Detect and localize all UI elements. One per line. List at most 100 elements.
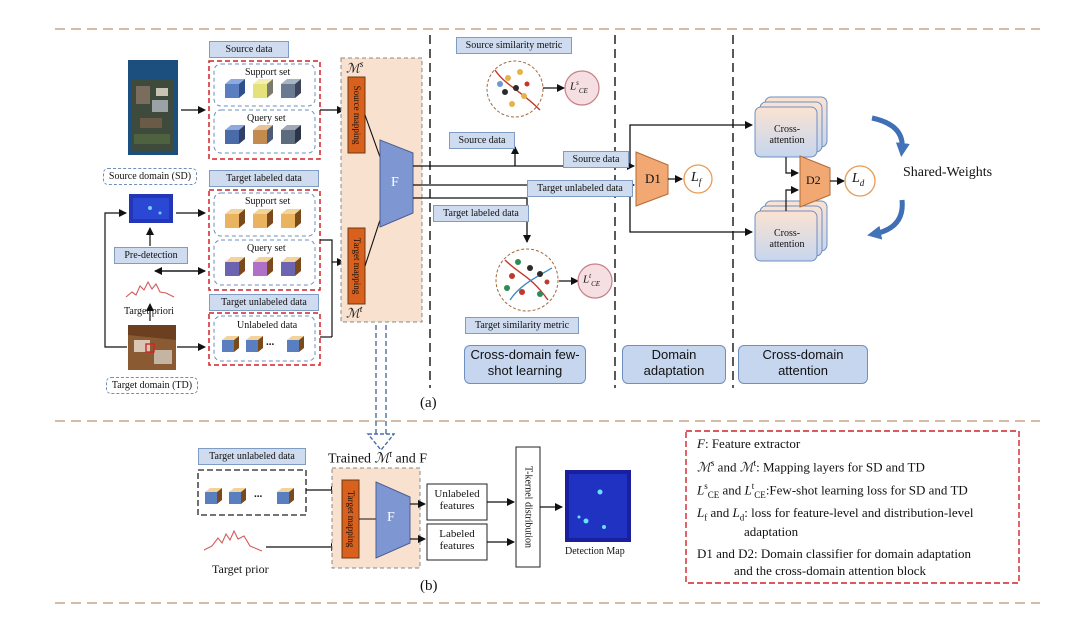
- detection-map-image: [565, 470, 631, 542]
- d2-label: D2: [806, 173, 821, 187]
- shared-arrow-bottom: [867, 199, 905, 240]
- ca-top-to-d2: [785, 157, 799, 177]
- source-metric-title: Source similarity metric: [456, 37, 572, 54]
- target-metric-circle: [495, 248, 559, 312]
- ca-bottom-stack: [754, 200, 828, 262]
- target-domain-image: [128, 325, 176, 370]
- bottom-feature-extractor-F: [375, 481, 411, 559]
- bottom-prior-curve: [203, 529, 263, 552]
- target-prior-label: Target prior: [212, 562, 269, 576]
- source-query-cubes: [225, 125, 301, 144]
- source-hsi-image: [128, 60, 178, 155]
- source-support-cubes: [225, 79, 301, 98]
- bottom-unlabeled-title: Target unlabeled data: [198, 448, 306, 465]
- target-labeled-label: Target labeled data: [209, 170, 319, 187]
- d1-label: D1: [645, 171, 661, 186]
- legend-lfd-2: adaptation: [744, 524, 799, 539]
- shared-arrow-top: [871, 115, 910, 157]
- target-priori-curve: [125, 280, 175, 298]
- mt-label: ℳt: [346, 304, 363, 321]
- F-label: F: [391, 175, 399, 190]
- bottom-target-mapping-text: Target mapping: [345, 490, 356, 548]
- unlabeled-data-label: Unlabeled data: [237, 320, 298, 331]
- unlabeled-features-label: Unlabeled features: [434, 488, 480, 513]
- source-metric-circle: [486, 60, 544, 118]
- legend-lce: LsCE and LtCE:Few-shot learning loss for…: [697, 481, 968, 500]
- trained-label: Trained ℳt and F: [328, 449, 428, 467]
- shared-weights-label: Shared-Weights: [903, 165, 993, 180]
- source-metric-points: [494, 69, 541, 111]
- ms-label: ℳs: [346, 59, 364, 76]
- target-support-box: [213, 192, 316, 237]
- feature-extractor-F: [379, 139, 414, 228]
- discriminator-D2: [799, 155, 831, 208]
- stage-fsl: Cross-domain few-shot learning: [464, 345, 586, 384]
- predetection-map: [129, 194, 173, 223]
- detection-map-label: Detection Map: [565, 546, 625, 557]
- legend-d-2: and the cross-domain attention block: [734, 563, 927, 578]
- lce-source-circle: [564, 70, 600, 106]
- td-left-connector: [104, 209, 127, 348]
- unlabeled-ellipsis: ...: [266, 336, 275, 348]
- tm-to-F: [364, 219, 381, 267]
- tkernel-label: T-kernel distribution: [522, 465, 534, 549]
- ld-label: Ld: [852, 171, 865, 188]
- target-query-box: [213, 239, 316, 286]
- legend-d: D1 and D2: Domain classifier for domain …: [697, 546, 972, 561]
- trained-link-head: [366, 433, 396, 452]
- target-metric-points: [504, 259, 553, 301]
- stage-cda: Cross-domain attention: [738, 345, 868, 384]
- lf-label: Lf: [691, 170, 702, 187]
- target-metric-title: Target similarity metric: [465, 317, 579, 334]
- unlabeled-features-box: [426, 483, 488, 521]
- sm-to-F: [364, 114, 381, 158]
- legend-m: ℳs and ℳt: Mapping layers for SD and TD: [697, 458, 925, 475]
- target-support-cubes: [225, 209, 301, 228]
- target-query-cubes: [225, 257, 301, 276]
- target-query-label: Query set: [247, 243, 286, 254]
- target-labeled-chip: Target labeled data: [433, 205, 529, 222]
- source-data-label: Source data: [209, 41, 289, 58]
- discriminator-D1: [635, 151, 669, 207]
- target-unlabeled-chip: Target unlabeled data: [527, 180, 633, 197]
- source-data-up-chip: Source data: [449, 132, 515, 149]
- ca-bottom-label: Cross-attention: [769, 228, 805, 250]
- lce-target-label: LtCE: [583, 272, 601, 288]
- predetection-label: Pre-detection: [114, 247, 188, 264]
- legend-f: F: Feature extractor: [697, 436, 801, 451]
- bottom-cubes: [205, 488, 294, 504]
- legend-box: [685, 430, 1020, 584]
- source-query-box: [213, 109, 316, 154]
- source-support-label: Support set: [245, 67, 291, 78]
- bottom-F-label: F: [387, 510, 395, 525]
- source-data-chip: Source data: [563, 151, 629, 168]
- source-query-label: Query set: [247, 113, 286, 124]
- lf-circle: [683, 164, 713, 194]
- ld-circle: [844, 165, 876, 197]
- lce-source-label: LsCE: [570, 79, 588, 95]
- labeled-features-label: Labeled features: [439, 528, 475, 553]
- target-priori-label: Target priori: [124, 306, 174, 317]
- target-to-mapping: [320, 239, 345, 266]
- target-unlabeled-label: Target unlabeled data: [209, 294, 319, 311]
- to-ca-bottom: [629, 185, 753, 236]
- flow-labeled: [413, 197, 531, 243]
- stage-da: Domain adaptation: [622, 345, 726, 384]
- target-support-label: Support set: [245, 196, 291, 207]
- label-b: (b): [420, 578, 438, 594]
- ca-top-stack: [754, 96, 828, 158]
- ca-bottom-to-d2: [785, 186, 799, 211]
- legend-lfd: Lf and Ld: loss for feature-level and di…: [697, 505, 974, 523]
- unlabeled-cubes: [222, 336, 304, 352]
- bottom-ellipsis: ...: [254, 488, 263, 500]
- ca-top-label: Cross-attention: [769, 124, 805, 146]
- source-support-box: [213, 63, 316, 107]
- source-mapping-text: Source mapping: [351, 85, 362, 145]
- target-mapping-text: Target mapping: [351, 237, 362, 295]
- bottom-unlabeled-box: [197, 469, 307, 516]
- lce-target-circle: [577, 263, 613, 299]
- label-a: (a): [420, 395, 437, 411]
- target-domain-label: Target domain (TD): [106, 377, 198, 394]
